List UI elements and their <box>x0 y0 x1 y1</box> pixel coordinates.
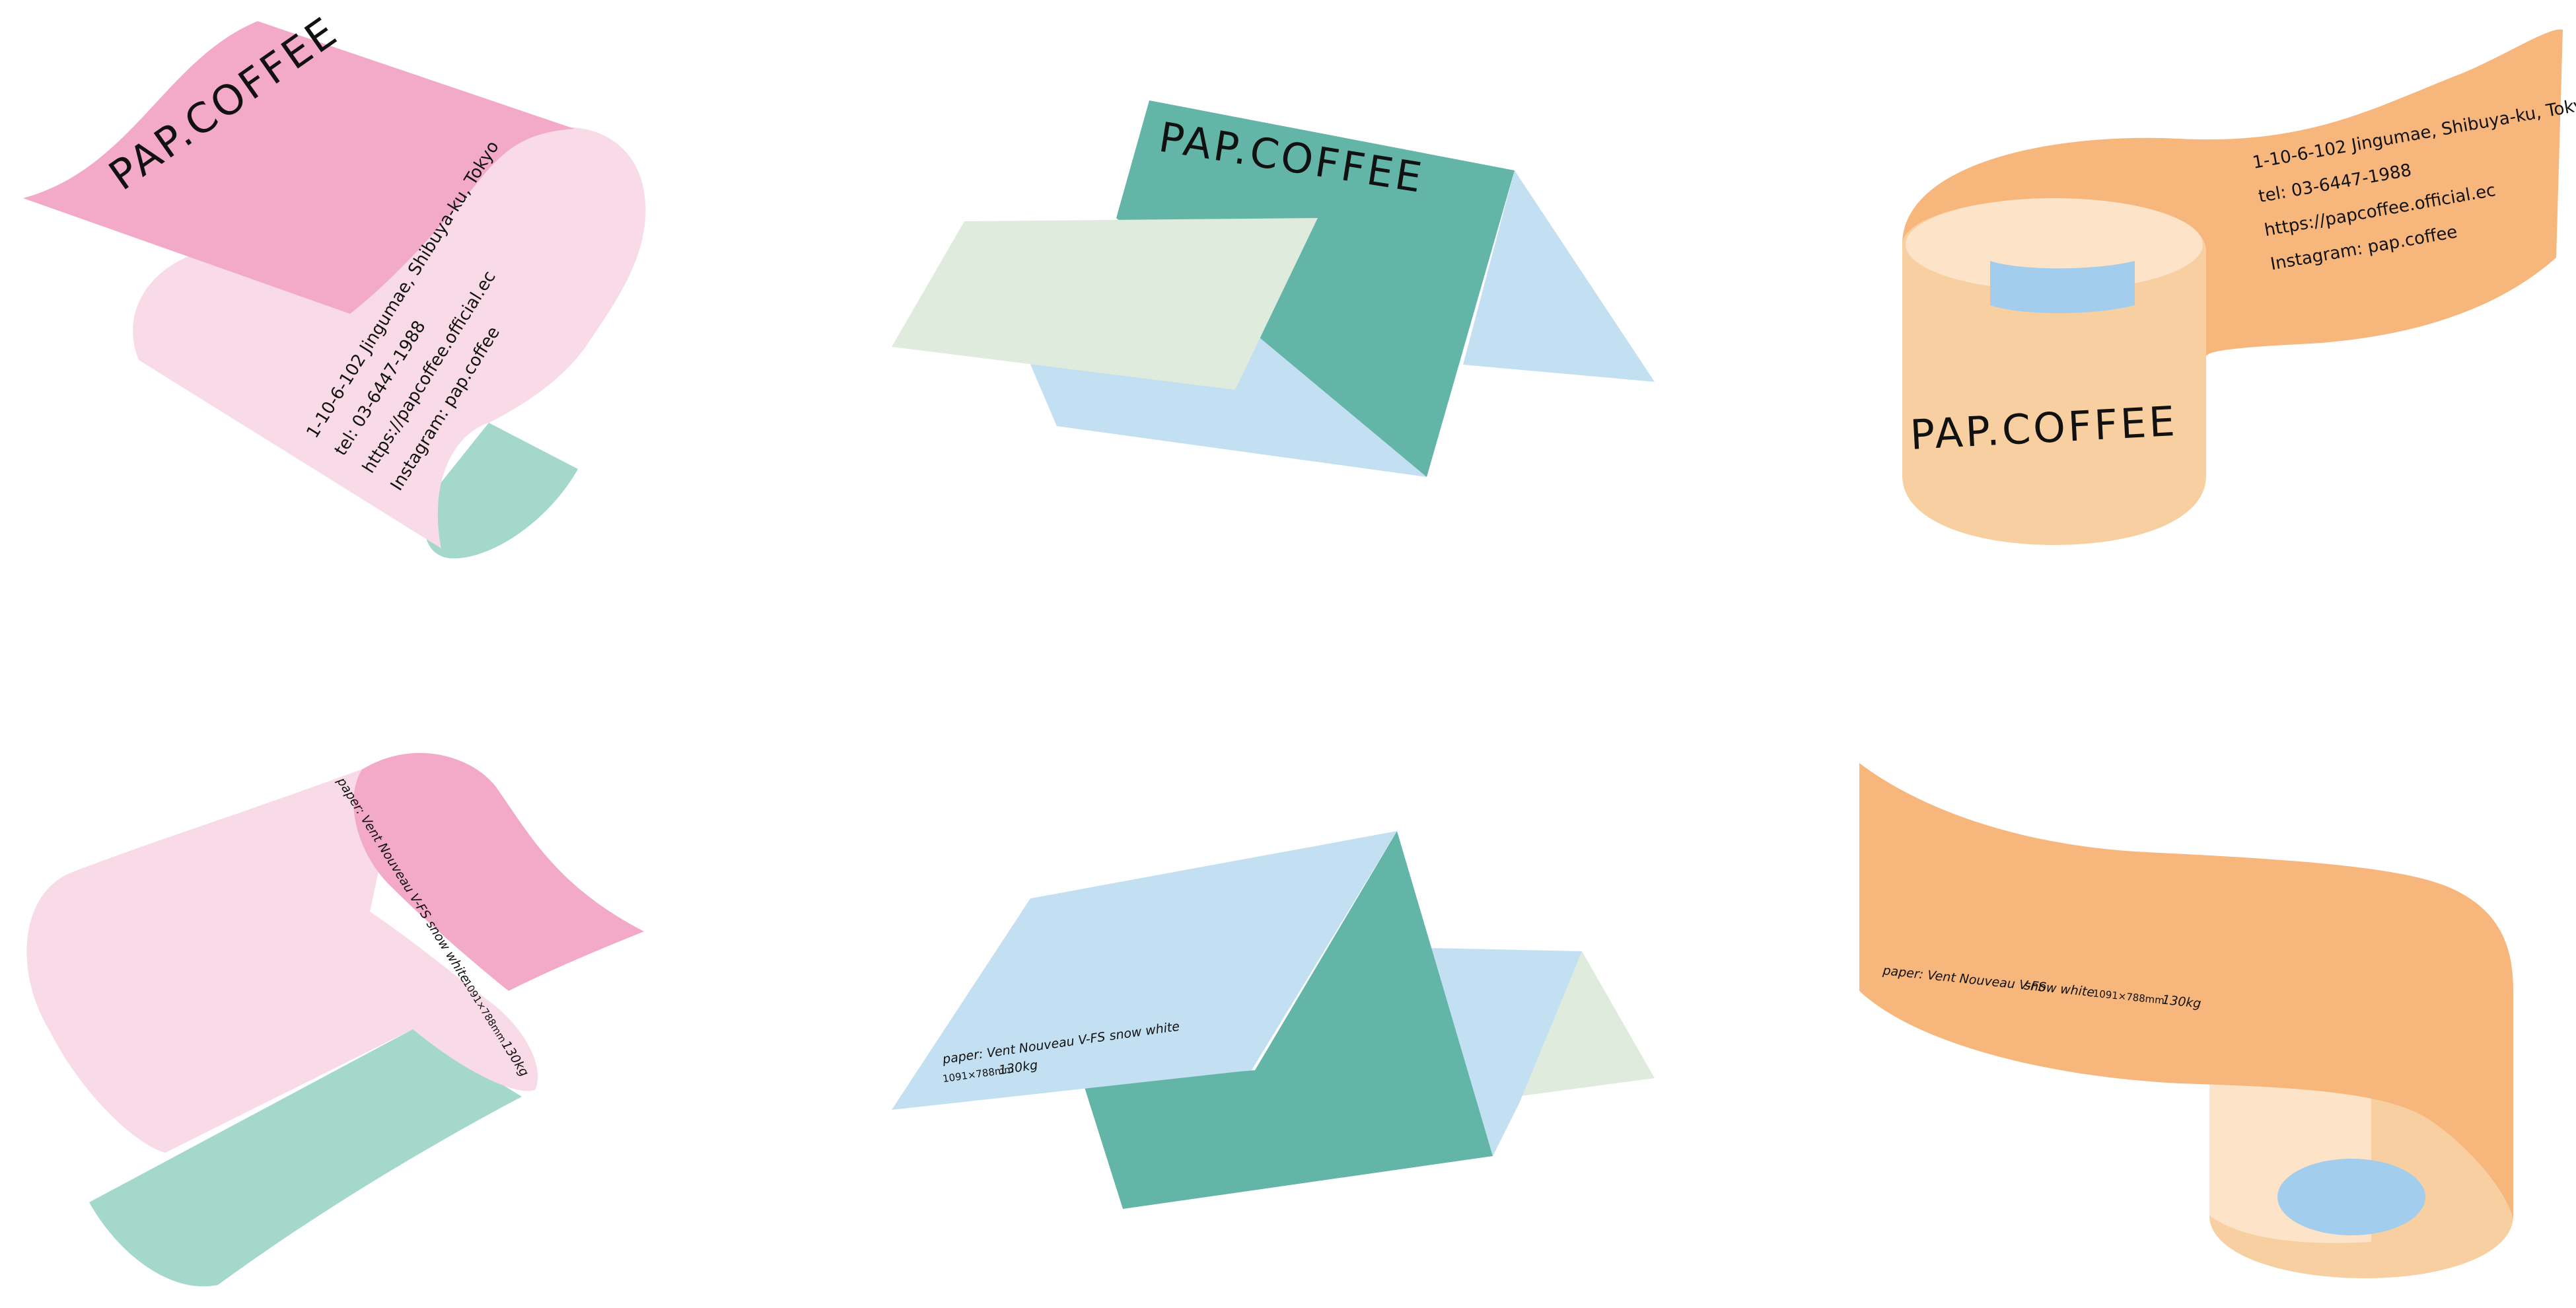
card-folded-back-sky-front <box>892 831 1397 1110</box>
card-folded-front-teal <box>1116 100 1515 477</box>
card-pink-back-light-sheet <box>26 758 538 1153</box>
card-folded-back-sage <box>1516 951 1655 1097</box>
card-orange-front-back-ribbon <box>1902 29 2563 357</box>
card-pink-front: PAP.COFFEE 1-10-6-102 Jingumae, Shibuya-… <box>23 7 646 559</box>
card-pink-front-light-sheet <box>133 127 646 548</box>
card-pink-back-mint-sheet <box>89 1029 522 1287</box>
card-orange-front-blue-core <box>1990 261 2135 313</box>
card-orange-back: paper: Vent Nouveau V-FS snow white 1091… <box>1859 763 2513 1278</box>
card-orange-back-blue-core <box>2277 1159 2425 1235</box>
card-orange-front: PAP.COFFEE 1-10-6-102 Jingumae, Shibuya-… <box>1902 29 2576 545</box>
card-folded-back: paper: Vent Nouveau V-FS snow white 1091… <box>892 831 1655 1209</box>
card-folded-front: PAP.COFFEE <box>892 100 1655 477</box>
card-folded-back-teal <box>1083 831 1493 1209</box>
card-pink-back-dark-sheet <box>353 752 644 991</box>
card-folded-back-sky-right <box>1430 948 1582 1156</box>
card-orange-back-ribbon <box>1859 763 2513 1219</box>
card-pink-front-mint-tail <box>424 423 578 559</box>
card-folded-front-sage <box>892 218 1318 390</box>
card-pink-front-dark-sheet <box>23 21 575 314</box>
card-pink-back: paper: Vent Nouveau V-FS snow white 1091… <box>26 752 644 1287</box>
card-folded-front-back-right <box>1463 170 1655 382</box>
